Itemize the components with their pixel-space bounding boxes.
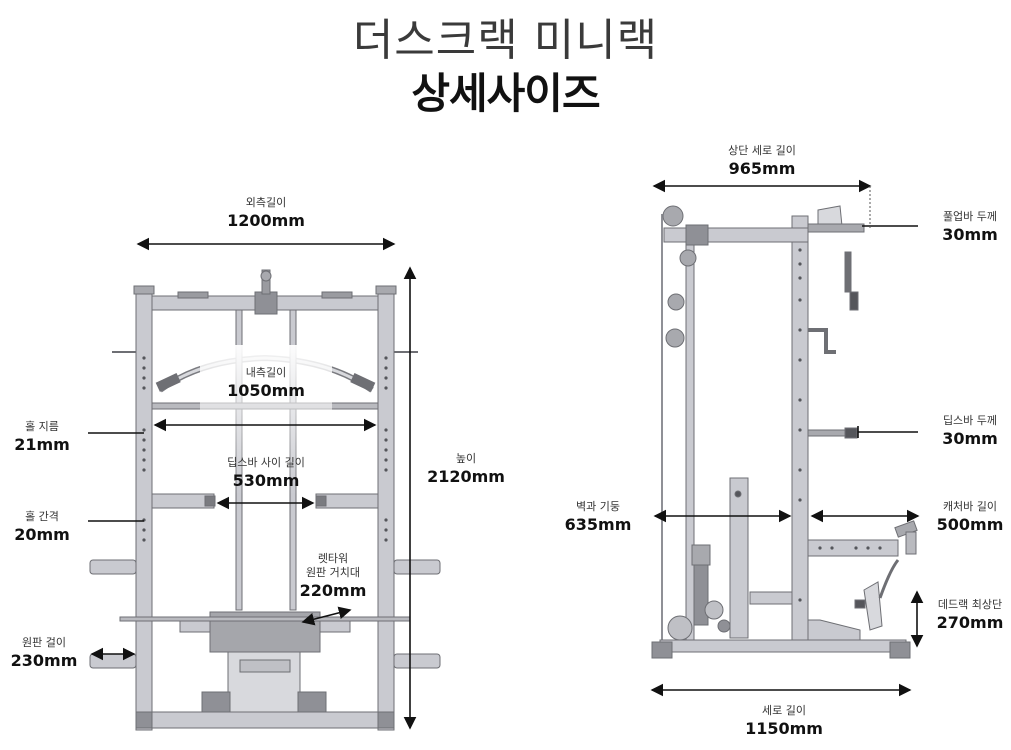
height-label: 높이 2120mm: [427, 452, 505, 486]
plate-holder-label: 렛타워 원판 거치대 220mm: [299, 552, 367, 600]
side-dimensions: [650, 179, 924, 697]
heading-main: 상세사이즈: [411, 69, 600, 118]
dip-thickness-label: 딥스바 두께 30mm: [942, 414, 998, 448]
front-holes: [142, 356, 388, 542]
hole-gap-label: 홀 간격 20mm: [14, 510, 70, 544]
wall-post-label: 벽과 기둥 635mm: [564, 500, 632, 534]
front-view: [89, 269, 441, 731]
plate-length-label: 원판 걸이 230mm: [10, 636, 78, 670]
inner-width-label: 내측길이 1050mm: [227, 366, 305, 400]
deadlift-top-label: 데드랙 최상단 270mm: [936, 598, 1004, 632]
side-holes: [798, 248, 882, 602]
dip-gap-label: 딥스바 사이 길이 530mm: [227, 456, 305, 490]
hole-diameter-label: 홀 지름 21mm: [14, 420, 70, 454]
pullup-thickness-label: 풀업바 두께 30mm: [942, 210, 998, 244]
side-view: [651, 205, 918, 659]
heading-top: 더스크랙 미니랙: [352, 15, 659, 66]
top-depth-label: 상단 세로 길이 965mm: [728, 144, 796, 178]
front-dimensions: [88, 237, 417, 730]
outer-width-label: 외측길이 1200mm: [227, 196, 305, 230]
catcher-length-label: 캐처바 길이 500mm: [936, 500, 1004, 534]
depth-label: 세로 길이 1150mm: [745, 704, 823, 738]
